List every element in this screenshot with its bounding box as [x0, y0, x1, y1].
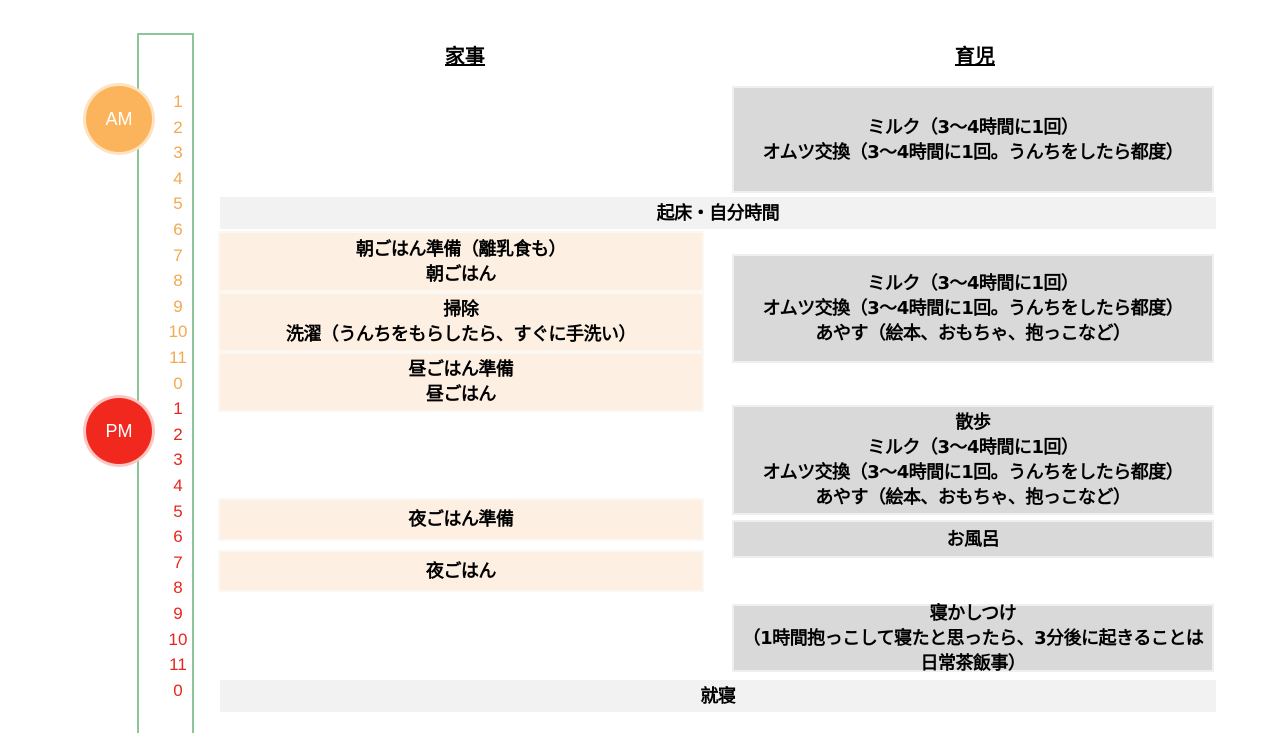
timeline-bracket — [137, 33, 194, 733]
childcare-header: 育児 — [955, 44, 995, 68]
chore-text: 昼ごはん — [426, 384, 497, 405]
chore-text: 夜ごはん準備 — [408, 509, 515, 530]
chore-text: 朝ごはん — [426, 263, 497, 285]
childcare-text: 日常茶飯事） — [920, 652, 1027, 674]
hour-label: 4 — [173, 168, 183, 188]
wake-label: 起床・自分時間 — [656, 202, 780, 224]
childcare-text: （1時間抱っこして寝たと思ったら、3分後に起きることは — [742, 627, 1204, 649]
childcare-block: 寝かしつけ （1時間抱っこして寝たと思ったら、3分後に起きることは日常茶飯事） — [734, 603, 1212, 674]
hour-label: 5 — [173, 194, 183, 214]
hour-label: 7 — [173, 552, 183, 572]
hour-label: 10 — [168, 629, 188, 649]
childcare-text: ミルク（3～4時間に1回） — [867, 116, 1079, 138]
sleep-row: 就寝 — [220, 680, 1216, 712]
chore-text: 掃除 — [443, 299, 480, 320]
childcare-block: 散歩ミルク（3～4時間に1回） オムツ交換（3～4時間に1回。うんちをしたら都度）… — [734, 407, 1212, 513]
chore-block: 昼ごはん準備昼ごはん — [220, 354, 702, 410]
hour-label: 0 — [173, 373, 183, 393]
hour-label: 1 — [173, 92, 183, 111]
hour-label: 8 — [173, 578, 183, 598]
wake-row: 起床・自分時間 — [220, 197, 1216, 229]
chore-block: 掃除洗濯（うんちをもらしたら、すぐに手洗い） — [220, 294, 702, 350]
chore-text: 夜ごはん — [426, 560, 497, 582]
hour-label: 3 — [173, 143, 183, 163]
childcare-block: ミルク（3～4時間に1回） オムツ交換（3～4時間に1回。うんちをしたら都度） — [734, 88, 1212, 191]
am-badge: AM — [86, 86, 152, 152]
childcare-text: 寝かしつけ — [929, 602, 1017, 624]
hour-label: 1 — [173, 399, 183, 419]
chores-header: 家事 — [445, 44, 485, 68]
chore-block: 夜ごはん準備 — [220, 500, 702, 539]
childcare-text: オムツ交換（3～4時間に1回。うんちをしたら都度） — [762, 462, 1184, 483]
hour-label: 9 — [173, 296, 183, 316]
hour-label: 5 — [173, 501, 183, 521]
am-label: AM — [105, 108, 133, 129]
hour-label: 2 — [173, 117, 183, 137]
hour-label: 8 — [173, 271, 183, 291]
hour-label: 2 — [173, 424, 183, 444]
hour-label: 7 — [173, 245, 183, 265]
childcare-text: ミルク（3～4時間に1回） — [867, 273, 1079, 294]
childcare-text: あやす（絵本、おもちゃ、抱っこなど） — [815, 323, 1132, 344]
childcare-block: ミルク（3～4時間に1回） オムツ交換（3～4時間に1回。うんちをしたら都度） あや… — [734, 256, 1212, 361]
sleep-label: 就寝 — [700, 685, 737, 707]
hour-label: 4 — [173, 476, 183, 495]
childcare-text: オムツ交換（3～4時間に1回。うんちをしたら都度） — [762, 298, 1184, 319]
pm-badge: PM — [86, 398, 152, 464]
childcare-text: オムツ交換（3～4時間に1回。うんちをしたら都度） — [762, 141, 1184, 163]
hour-label: 10 — [168, 322, 188, 342]
chore-text: 昼ごはん準備 — [408, 359, 515, 380]
childcare-block: お風呂 — [734, 522, 1212, 556]
chore-text: 洗濯（うんちをもらしたら、すぐに手洗い） — [286, 324, 637, 345]
hour-label: 11 — [169, 655, 187, 675]
chore-block: 夜ごはん — [220, 552, 702, 590]
chore-block: 朝ごはん準備（離乳食も） 朝ごはん — [220, 233, 702, 290]
childcare-text: 散歩 — [955, 412, 992, 433]
pm-label: PM — [105, 420, 133, 441]
hour-label: 6 — [173, 527, 183, 547]
chore-text: 朝ごはん準備（離乳食も） — [356, 238, 567, 260]
childcare-text: あやす（絵本、おもちゃ、抱っこなど） — [815, 487, 1132, 508]
childcare-text: ミルク（3～4時間に1回） — [867, 437, 1079, 458]
hour-label: 0 — [173, 680, 183, 700]
hour-label: 6 — [173, 220, 183, 239]
childcare-text: お風呂 — [946, 528, 1000, 550]
hour-label: 11 — [169, 348, 187, 367]
hour-label: 9 — [173, 604, 183, 623]
hour-label: 3 — [173, 450, 183, 470]
